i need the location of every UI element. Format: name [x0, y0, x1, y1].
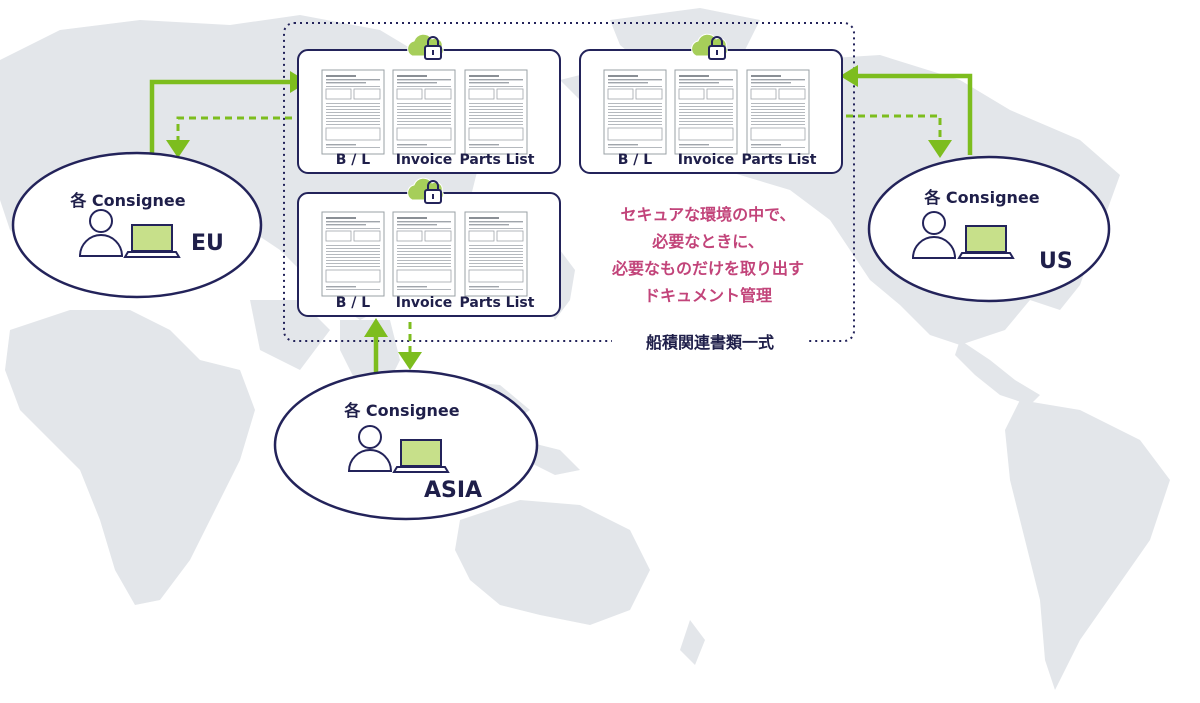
doc-label-invoice: Invoice: [396, 152, 453, 168]
consignee-label: 各 Consignee: [69, 191, 185, 210]
consignee-us[interactable]: 各 Consignee US: [867, 155, 1111, 303]
person-icon: [911, 211, 957, 259]
document-box-asia[interactable]: B / L Invoice Parts List: [297, 192, 561, 317]
document-thumbnail-icon: [321, 69, 385, 155]
doc-label-bl: B / L: [618, 152, 653, 168]
cloud-lock-icon: [407, 33, 444, 60]
document-thumbnail-icon: [392, 69, 456, 155]
consignee-label: 各 Consignee: [343, 401, 459, 420]
laptop-icon: [957, 225, 1015, 259]
asia-connector: [364, 318, 422, 375]
person-icon: [347, 425, 393, 472]
us-connector: [840, 65, 973, 158]
container-title: 船積関連書類一式: [646, 333, 774, 352]
cloud-lock-icon: [691, 33, 728, 60]
consignee-eu[interactable]: 各 Consignee EU: [11, 151, 263, 299]
doc-label-invoice: Invoice: [396, 295, 453, 311]
document-thumbnail-icon: [464, 211, 528, 297]
document-thumbnail-icon: [392, 211, 456, 297]
document-thumbnail-icon: [603, 69, 667, 155]
message-line-4: ドキュメント管理: [644, 286, 772, 305]
cloud-lock-icon: [407, 177, 444, 204]
region-label-us: US: [1039, 249, 1073, 274]
document-thumbnail-icon: [674, 69, 738, 155]
message-line-3: 必要なものだけを取り出す: [611, 259, 804, 278]
doc-label-invoice: Invoice: [678, 152, 735, 168]
doc-label-parts-list: Parts List: [460, 152, 535, 168]
document-container-border: [283, 22, 855, 342]
document-box-us[interactable]: B / L Invoice Parts List: [579, 49, 843, 174]
region-label-eu: EU: [191, 231, 224, 256]
consignee-label: 各 Consignee: [923, 188, 1039, 207]
laptop-icon: [392, 439, 450, 473]
document-box-eu[interactable]: B / L Invoice Parts List: [297, 49, 561, 174]
doc-label-parts-list: Parts List: [742, 152, 817, 168]
laptop-icon: [123, 224, 181, 258]
message-line-1: セキュアな環境の中で、: [620, 205, 795, 224]
doc-label-bl: B / L: [336, 295, 371, 311]
region-label-asia: ASIA: [424, 478, 482, 503]
consignee-asia[interactable]: 各 Consignee ASIA: [273, 369, 539, 521]
message-block: セキュアな環境の中で、 必要なときに、 必要なものだけを取り出す ドキュメント管…: [611, 205, 804, 305]
document-thumbnail-icon: [464, 69, 528, 155]
message-line-2: 必要なときに、: [651, 232, 764, 251]
document-thumbnail-icon: [746, 69, 810, 155]
doc-label-parts-list: Parts List: [460, 295, 535, 311]
person-icon: [78, 209, 124, 257]
document-thumbnail-icon: [321, 211, 385, 297]
container-title-bg: [612, 329, 808, 353]
eu-connector: [149, 71, 308, 158]
doc-label-bl: B / L: [336, 152, 371, 168]
